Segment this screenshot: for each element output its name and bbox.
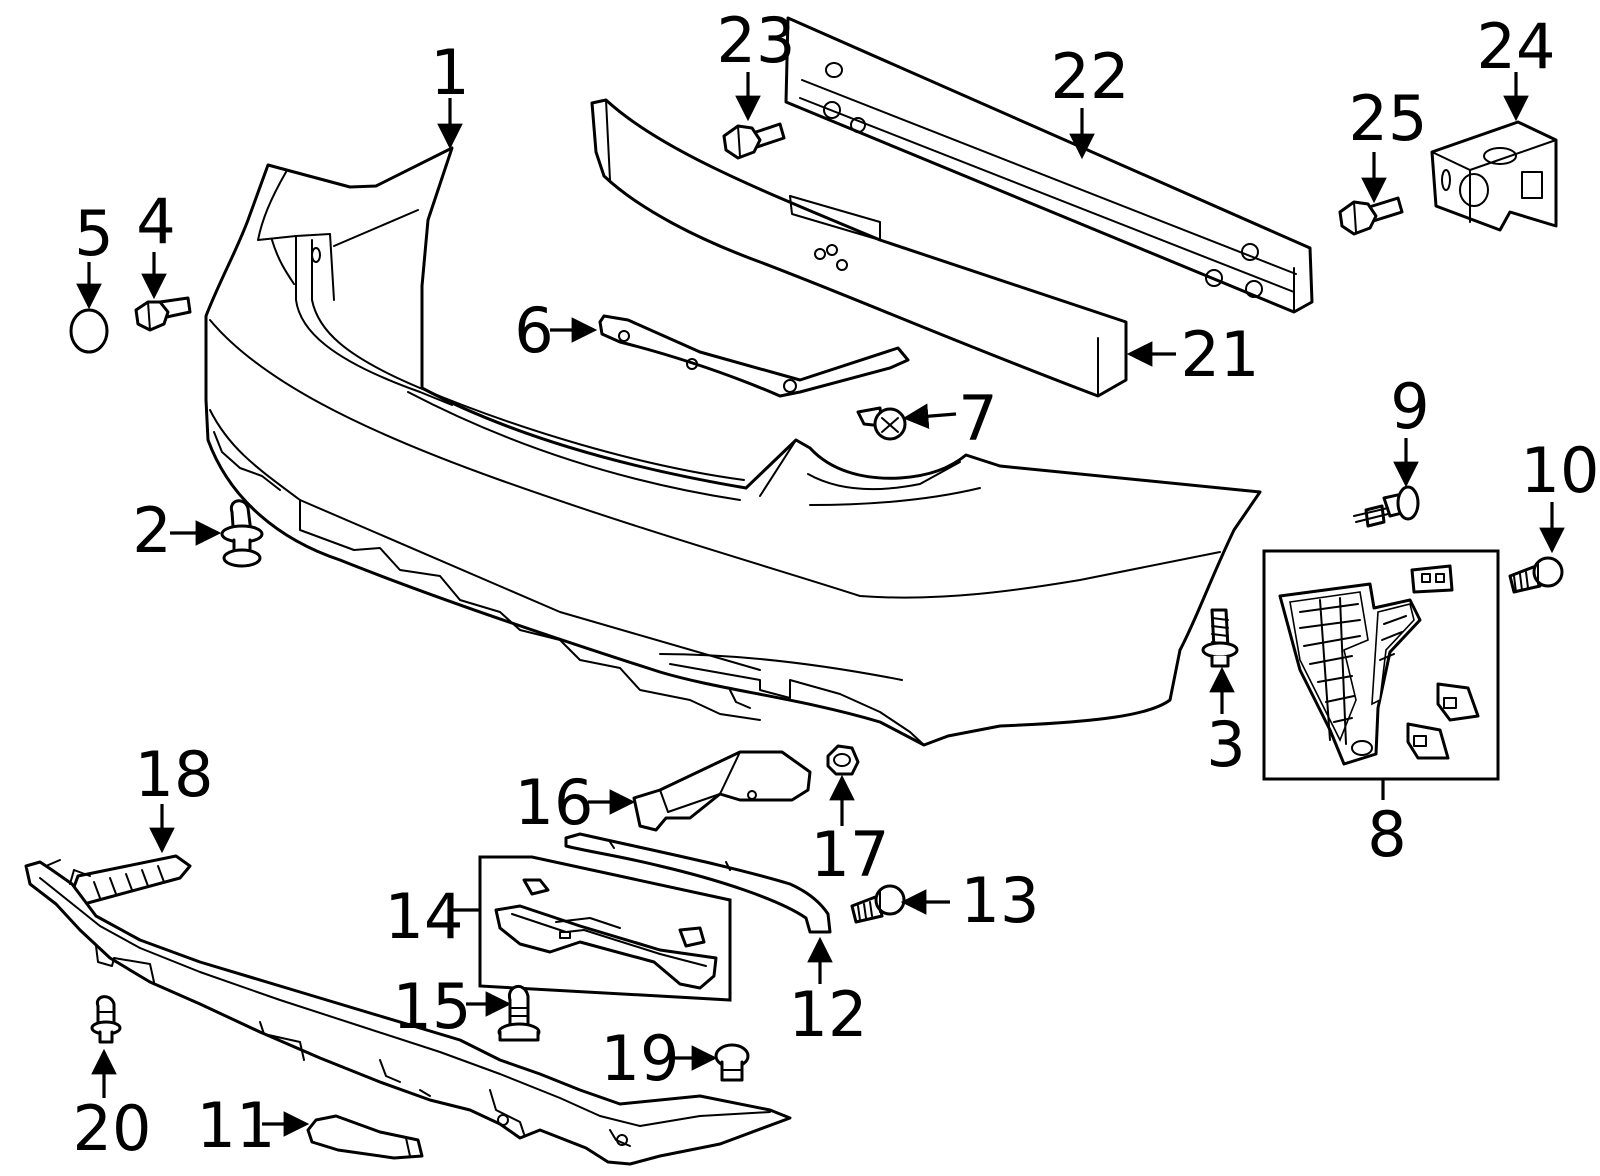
callout-label-22: 22 — [1051, 40, 1130, 113]
callout-14: 14 — [385, 880, 480, 953]
callout-label-25: 25 — [1349, 82, 1428, 155]
callout-6: 6 — [514, 294, 598, 367]
callout-label-4: 4 — [136, 185, 175, 258]
callout-label-20: 20 — [73, 1092, 152, 1165]
callout-label-10: 10 — [1521, 434, 1600, 507]
part-20-clip — [90, 995, 122, 1044]
part-3-bolt — [1201, 608, 1239, 668]
part-13-screw — [850, 884, 906, 924]
callout-21: 21 — [1126, 318, 1260, 391]
callout-label-9: 9 — [1390, 370, 1429, 443]
callout-label-16: 16 — [515, 766, 594, 839]
part-17-nut — [826, 744, 860, 776]
callout-label-11: 11 — [197, 1089, 276, 1162]
lower-valance — [24, 859, 792, 1166]
callout-25: 25 — [1349, 82, 1428, 204]
callout-label-5: 5 — [74, 197, 113, 270]
callout-20: 20 — [73, 1048, 152, 1165]
part-5-cap — [69, 308, 109, 354]
part-16-lower-side-bracket — [632, 750, 812, 832]
part-9-push-rivet — [1353, 485, 1420, 528]
part-19-clip — [714, 1043, 750, 1082]
callout-23: 23 — [717, 4, 796, 122]
callout-1: 1 — [430, 36, 470, 150]
part-8-bracket-assembly — [1262, 549, 1500, 781]
callout-15: 15 — [393, 970, 512, 1043]
callout-label-17: 17 — [811, 818, 890, 891]
part-11-lower-garnish — [306, 1114, 424, 1160]
callout-12: 12 — [789, 936, 868, 1051]
part-14-garnish-bracket — [478, 855, 732, 1002]
callout-24: 24 — [1477, 10, 1556, 122]
part-10-screw — [1508, 556, 1564, 594]
part-2-clip — [220, 499, 264, 568]
callout-label-1: 1 — [430, 36, 469, 109]
part-25-bolt — [1338, 196, 1404, 236]
part-12-strip — [564, 832, 832, 934]
part-1-bumper-cover — [204, 146, 1262, 747]
callout-label-18: 18 — [135, 738, 214, 811]
part-23-bolt — [722, 122, 786, 160]
callout-18: 18 — [135, 738, 214, 854]
part-18-trim-strip — [68, 854, 192, 906]
callout-8: 8 — [1367, 779, 1407, 871]
part-22-reinforcement-beam — [784, 16, 1314, 314]
callout-label-19: 19 — [601, 1022, 680, 1095]
callout-label-8: 8 — [1367, 798, 1406, 871]
callout-label-12: 12 — [789, 978, 868, 1051]
callout-9: 9 — [1390, 370, 1430, 488]
callout-7: 7 — [902, 382, 998, 455]
callout-17: 17 — [811, 774, 890, 891]
callout-label-2: 2 — [132, 494, 171, 567]
callout-19: 19 — [601, 1022, 718, 1095]
callout-13: 13 — [900, 864, 1040, 937]
callout-22: 22 — [1051, 40, 1130, 160]
callout-11: 11 — [197, 1089, 310, 1162]
callout-4: 4 — [136, 185, 176, 300]
callout-2: 2 — [132, 494, 222, 567]
callout-label-15: 15 — [393, 970, 472, 1043]
part-7-screw — [856, 406, 907, 441]
callout-10: 10 — [1521, 434, 1600, 554]
callout-label-21: 21 — [1181, 318, 1260, 391]
part-21-energy-absorber — [590, 98, 1128, 398]
part-4-bolt — [134, 296, 192, 332]
callout-label-7: 7 — [958, 382, 997, 455]
callout-label-6: 6 — [514, 294, 553, 367]
callout-16: 16 — [515, 766, 636, 839]
callout-label-3: 3 — [1206, 708, 1245, 781]
callout-label-23: 23 — [717, 4, 796, 77]
callout-label-24: 24 — [1477, 10, 1556, 83]
callout-5: 5 — [74, 197, 114, 310]
part-24-side-bracket — [1430, 120, 1558, 232]
callout-label-13: 13 — [961, 864, 1040, 937]
callout-label-14: 14 — [385, 880, 464, 953]
part-15-clip — [497, 985, 541, 1042]
part-6-upper-bracket — [598, 314, 910, 398]
callout-3: 3 — [1206, 666, 1246, 781]
